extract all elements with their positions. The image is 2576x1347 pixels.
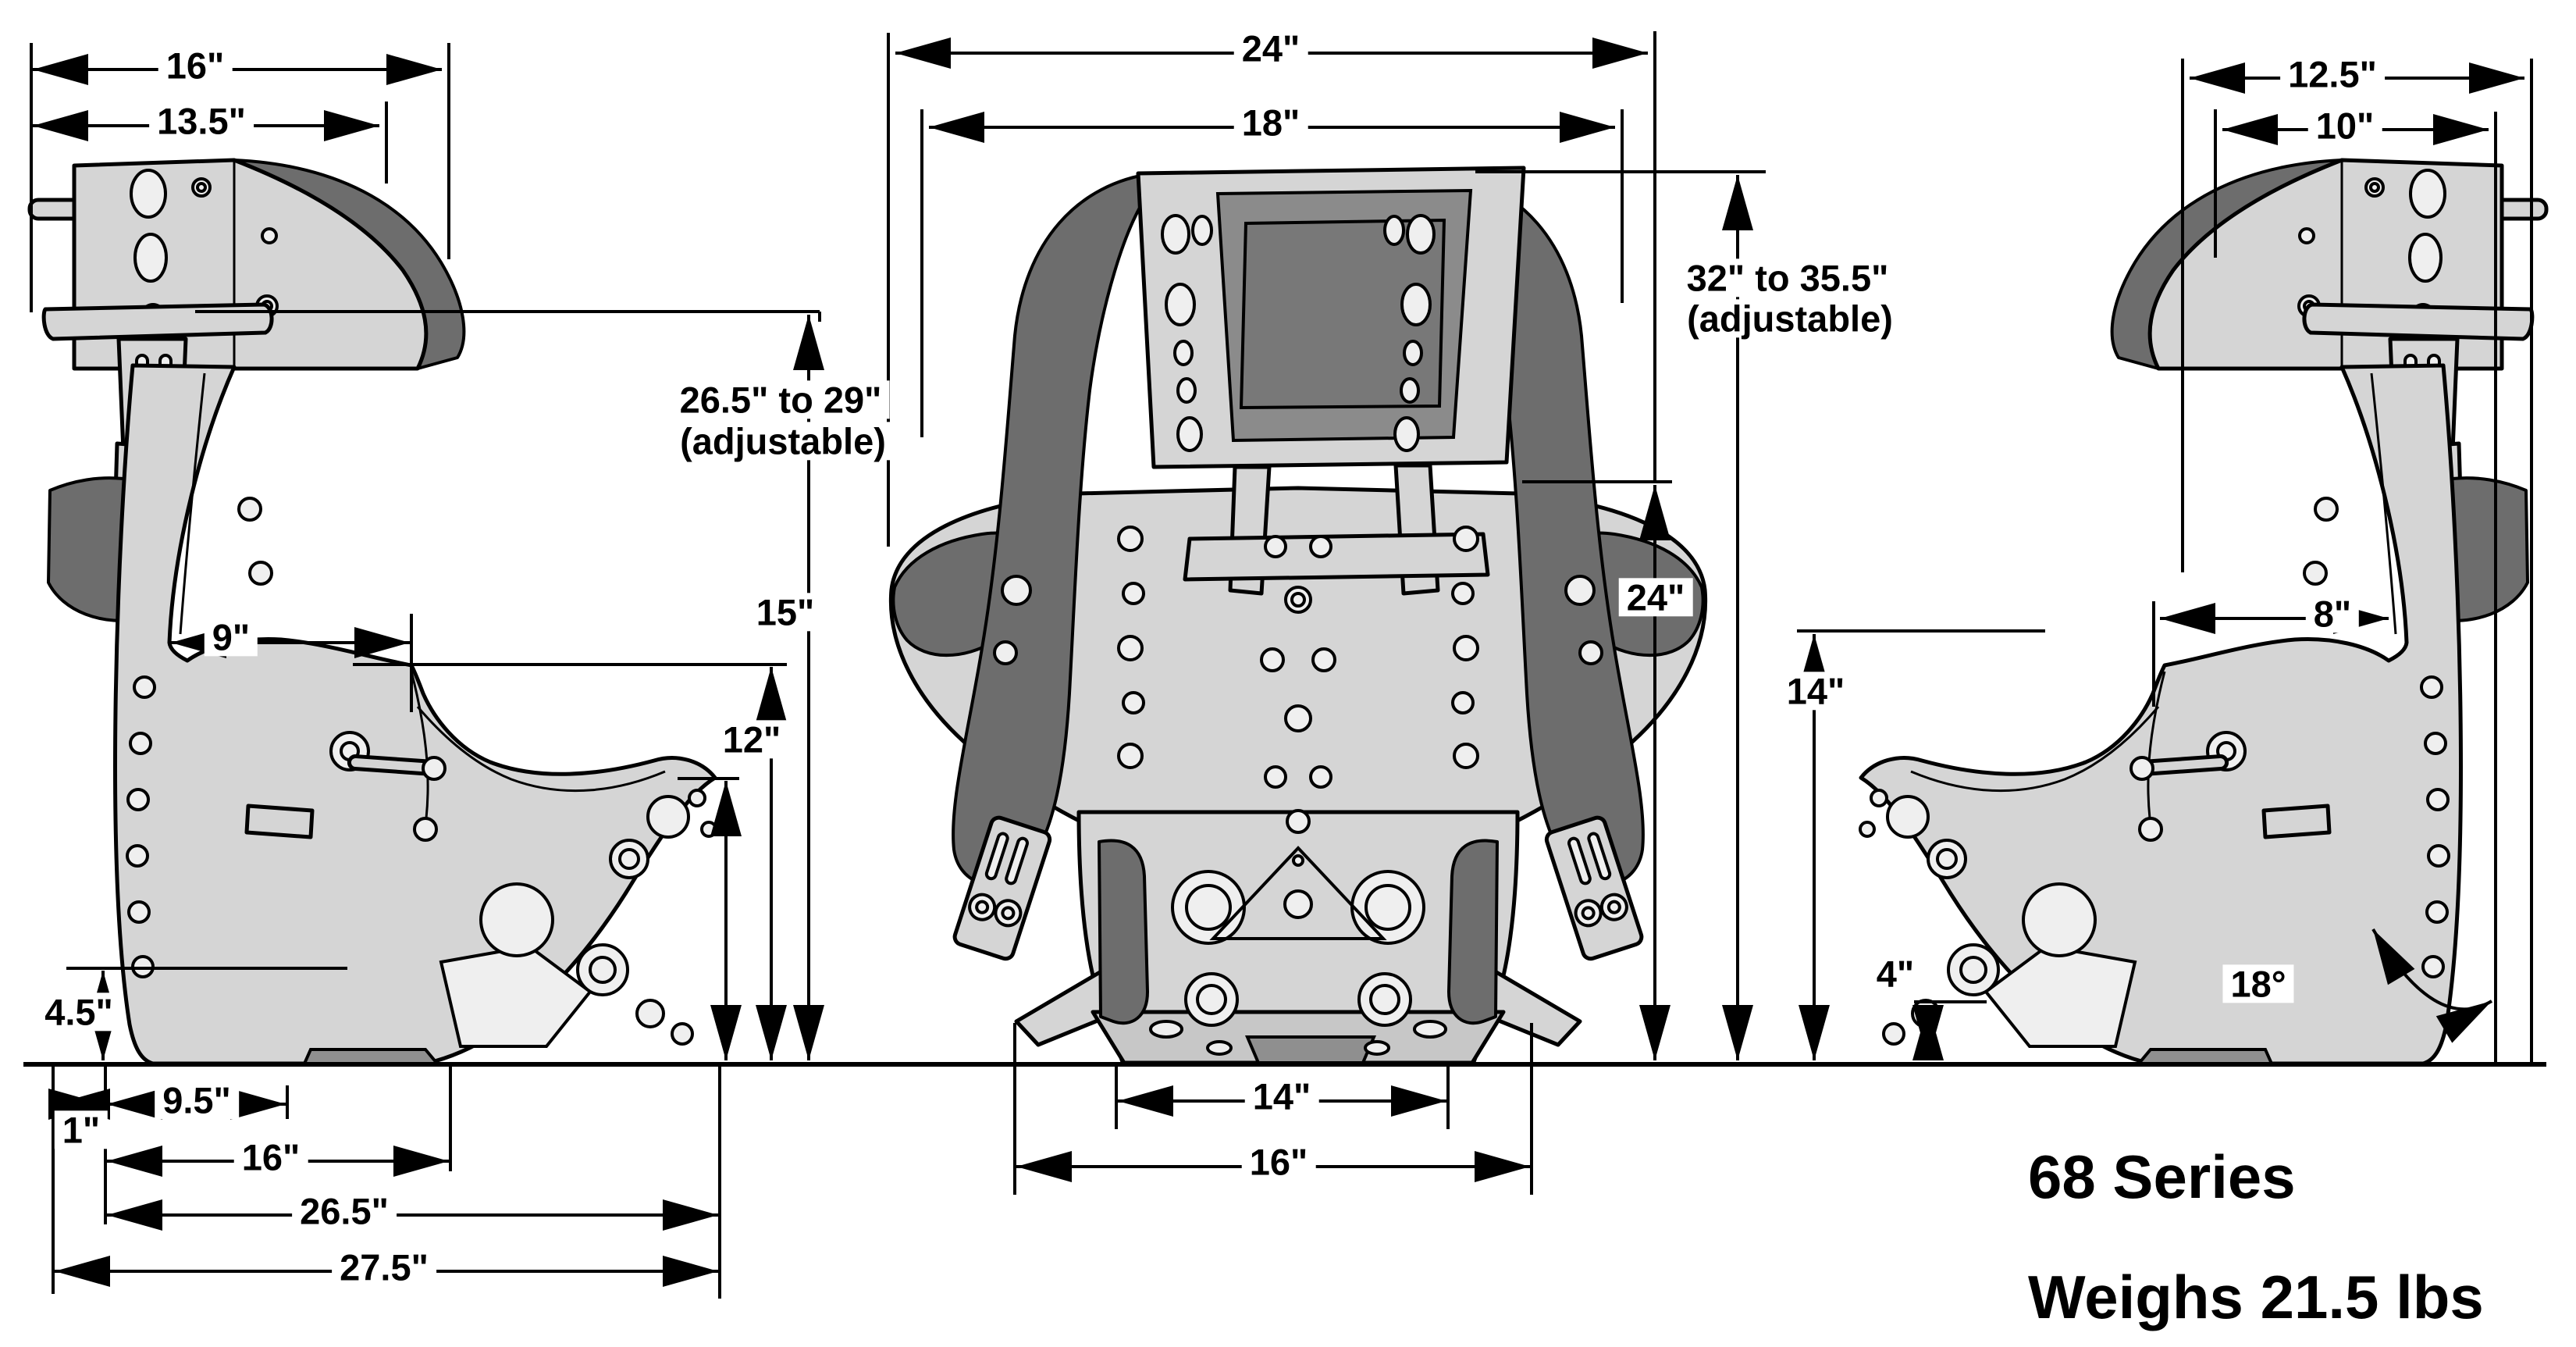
dim-front-lip-height-label: 12"	[714, 720, 789, 759]
series-title: 68 Series	[2028, 1142, 2296, 1211]
dim-right-headrest-pad-depth-label: 10"	[2307, 106, 2382, 145]
dim-bottom-span-label: 16"	[233, 1138, 308, 1177]
dim-headrest-depth-label: 16"	[158, 46, 233, 85]
shell-holes	[993, 526, 1145, 769]
headrest-crossbar	[1183, 532, 1490, 582]
frame-holes	[1161, 214, 1213, 452]
right-side-view	[1860, 160, 2546, 1064]
dim-right-headrest-depth-label: 12.5"	[2280, 55, 2385, 94]
left-side-view	[27, 158, 717, 1066]
dim-front-clearance-label: 4"	[1868, 954, 1923, 993]
dim-back-opening-label: 9"	[204, 618, 258, 657]
dim-headrest-width-label: 18"	[1233, 103, 1308, 142]
dim-back-height-note-label: (adjustable)	[672, 422, 894, 461]
weight-text: Weighs 21.5 lbs	[2028, 1263, 2484, 1331]
dim-shoulder-opening-label: 8"	[2305, 594, 2360, 633]
dim-back-angle-label: 18°	[2222, 964, 2294, 1003]
dim-flange-clearance-label: 4.5"	[37, 992, 121, 1032]
dim-overall-depth-label: 27.5"	[332, 1248, 436, 1287]
dim-shoulder-height-label: 24"	[1618, 578, 1693, 617]
dim-rear-mount-span-label: 9.5"	[155, 1081, 239, 1120]
hip-pad	[1098, 839, 1149, 1025]
armrest-bar	[41, 302, 274, 341]
dim-back-height-range-label: 26.5" to 29"	[671, 380, 890, 419]
dim-headrest-pad-depth-label: 13.5"	[149, 102, 254, 141]
dim-overall-height-note-label: (adjustable)	[1679, 299, 1901, 338]
dim-base-width-label: 14"	[1244, 1077, 1319, 1116]
dim-thigh-height-label: 14"	[1778, 672, 1853, 711]
mount-triangle	[1209, 846, 1387, 940]
dim-base-outer-width-label: 16"	[1241, 1142, 1316, 1181]
dim-back-top-height-label: 15"	[748, 593, 823, 632]
dim-overall-height-range-label: 32" to 35.5"	[1678, 258, 1897, 298]
belt-bracket	[952, 815, 1052, 961]
dim-rear-offset-label: 1"	[54, 1110, 109, 1149]
front-view	[888, 166, 1708, 1065]
angle-arc	[2371, 928, 2493, 1043]
dim-seat-depth-label: 26.5"	[292, 1192, 397, 1231]
dim-overall-width-label: 24"	[1233, 29, 1308, 68]
